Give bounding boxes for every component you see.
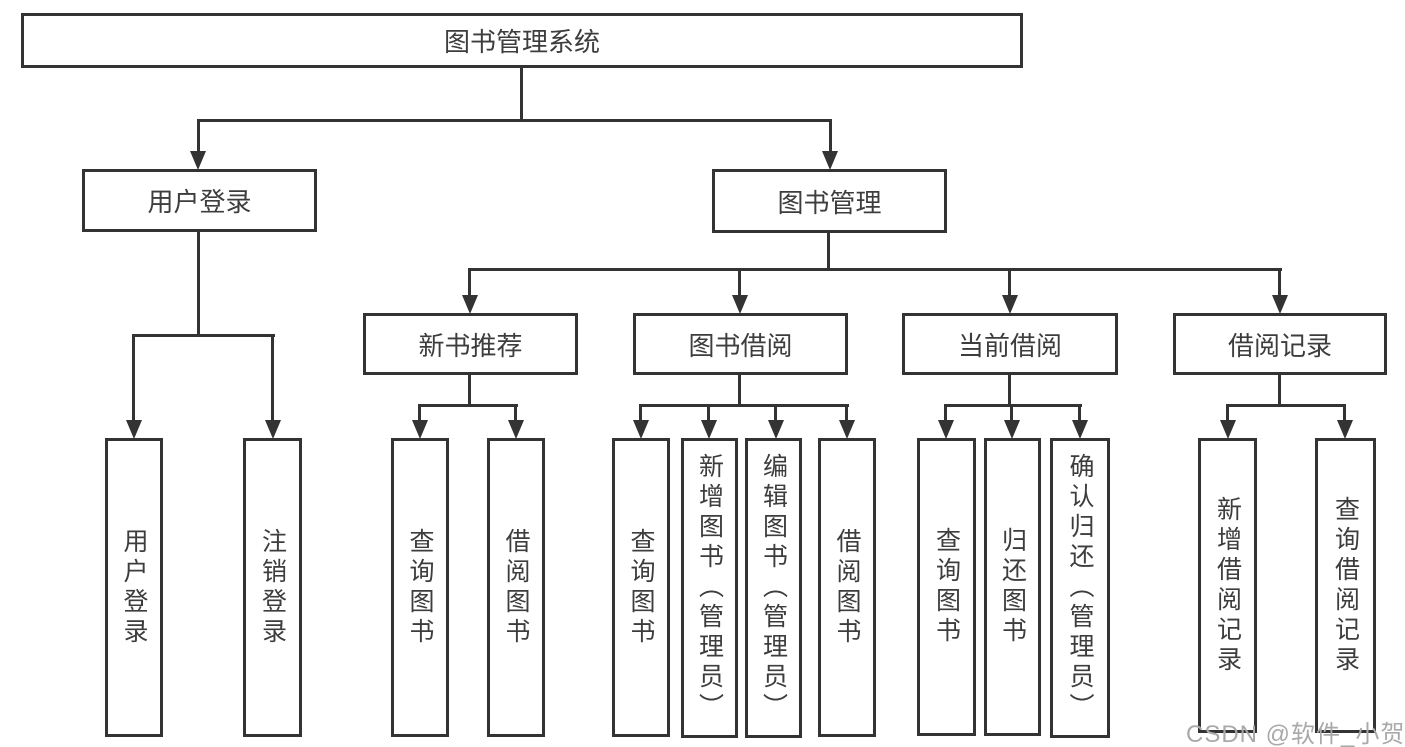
node-leaf-current-query-book: 查询图书 xyxy=(917,438,976,736)
node-leaf-recommend-query-book: 查询图书 xyxy=(391,438,449,737)
arrow-head-icon xyxy=(1072,420,1088,439)
node-book-management: 图书管理 xyxy=(712,169,947,233)
arrow-head-icon xyxy=(462,295,478,314)
edge-line xyxy=(197,119,200,153)
node-leaf-logout: 注销登录 xyxy=(243,438,302,737)
node-leaf-borrow-query-book: 查询图书 xyxy=(612,438,670,737)
arrow-head-icon xyxy=(1220,420,1236,439)
edge-line xyxy=(639,404,642,422)
arrow-head-icon xyxy=(1004,420,1020,439)
arrow-head-icon xyxy=(701,420,717,439)
edge-line xyxy=(1343,404,1346,422)
edge-line xyxy=(1278,374,1281,406)
node-user-login: 用户登录 xyxy=(82,169,317,232)
node-library-system: 图书管理系统 xyxy=(21,13,1023,68)
node-borrow-record: 借阅记录 xyxy=(1173,313,1387,375)
node-leaf-confirm-return-admin: 确认归还（管理员） xyxy=(1050,438,1110,738)
edge-line xyxy=(738,374,741,406)
arrow-head-icon xyxy=(1002,295,1018,314)
arrow-head-icon xyxy=(839,420,855,439)
edge-line xyxy=(639,404,849,407)
node-new-book-recommend: 新书推荐 xyxy=(363,313,578,375)
arrow-head-icon xyxy=(508,420,524,439)
edge-line xyxy=(845,404,848,422)
edge-line xyxy=(468,268,471,297)
edge-line xyxy=(133,334,275,337)
arrow-head-icon xyxy=(768,420,784,439)
csdn-watermark: CSDN @软件_小贺同学 xyxy=(1186,721,1405,747)
edge-line xyxy=(1226,404,1229,422)
edge-line xyxy=(1278,268,1281,297)
arrow-head-icon xyxy=(265,420,281,439)
node-current-borrow: 当前借阅 xyxy=(902,313,1118,375)
edge-line xyxy=(418,404,518,407)
edge-line xyxy=(1008,268,1011,297)
node-leaf-query-borrow-record: 查询借阅记录 xyxy=(1315,438,1376,733)
arrow-head-icon xyxy=(412,420,428,439)
node-leaf-recommend-borrow-book: 借阅图书 xyxy=(487,438,545,737)
node-leaf-borrow-book: 借阅图书 xyxy=(818,438,876,737)
edge-line xyxy=(774,404,777,422)
arrow-head-icon xyxy=(822,151,838,170)
edge-line xyxy=(520,66,523,122)
arrow-head-icon xyxy=(1337,420,1353,439)
edge-line xyxy=(827,232,830,271)
arrow-head-icon xyxy=(1272,295,1288,314)
edge-line xyxy=(271,334,274,422)
edge-line xyxy=(132,334,135,422)
arrow-head-icon xyxy=(126,420,142,439)
edge-line xyxy=(1226,404,1346,407)
edge-line xyxy=(829,119,832,153)
edge-line xyxy=(514,404,517,422)
node-leaf-edit-book-admin: 编辑图书（管理员） xyxy=(745,438,802,738)
edge-line xyxy=(418,404,421,422)
edge-line xyxy=(944,404,947,422)
arrow-head-icon xyxy=(190,151,206,170)
edge-line xyxy=(197,119,831,122)
edge-line xyxy=(1078,404,1081,422)
arrow-head-icon xyxy=(938,420,954,439)
edge-line xyxy=(468,268,1282,271)
edge-line xyxy=(197,231,200,336)
node-leaf-add-book-admin: 新增图书（管理员） xyxy=(681,438,738,738)
edge-line xyxy=(468,374,471,406)
node-leaf-user-login: 用户登录 xyxy=(105,438,163,737)
edge-line xyxy=(1010,404,1013,422)
node-book-borrow: 图书借阅 xyxy=(633,313,848,375)
edge-line xyxy=(707,404,710,422)
edge-line xyxy=(738,268,741,297)
edge-line xyxy=(944,404,1082,407)
arrow-head-icon xyxy=(633,420,649,439)
node-leaf-add-borrow-record: 新增借阅记录 xyxy=(1198,438,1257,733)
edge-line xyxy=(1008,374,1011,406)
node-leaf-return-book: 归还图书 xyxy=(984,438,1041,736)
arrow-head-icon xyxy=(732,295,748,314)
